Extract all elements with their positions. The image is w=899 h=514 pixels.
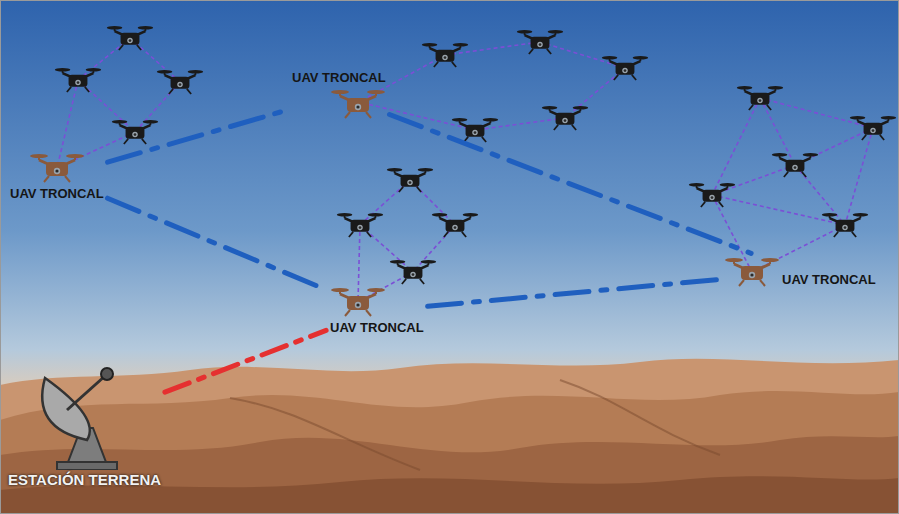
backbone-drone-icon xyxy=(724,256,780,288)
backbone-link xyxy=(108,198,327,290)
backbone-uav: UAV TRONCAL xyxy=(722,254,878,290)
uav-label: UAV TRONCAL xyxy=(782,272,876,288)
uav-label: UAV TRONCAL xyxy=(10,186,104,202)
satellite-dish-icon xyxy=(35,358,135,470)
backbone-drone-icon xyxy=(29,152,85,184)
uav-label: UAV TRONCAL xyxy=(330,320,424,336)
ground-station: ESTACIÓN TERRENA xyxy=(6,356,163,490)
station-label: ESTACIÓN TERRENA xyxy=(8,472,161,488)
backbone-link xyxy=(108,110,289,162)
backbone-uav: UAV TRONCAL xyxy=(290,68,388,122)
backbone-link xyxy=(428,279,720,306)
ground-link xyxy=(165,330,326,392)
backbone-link xyxy=(390,115,752,254)
uav-label: UAV TRONCAL xyxy=(292,70,386,86)
backbone-uav: UAV TRONCAL xyxy=(8,150,106,204)
backbone-drone-icon xyxy=(330,88,386,120)
mesh-links xyxy=(57,38,873,302)
backbone-drone-icon xyxy=(330,286,386,318)
member-drones xyxy=(55,26,896,284)
backbone-uav: UAV TRONCAL xyxy=(328,284,426,338)
